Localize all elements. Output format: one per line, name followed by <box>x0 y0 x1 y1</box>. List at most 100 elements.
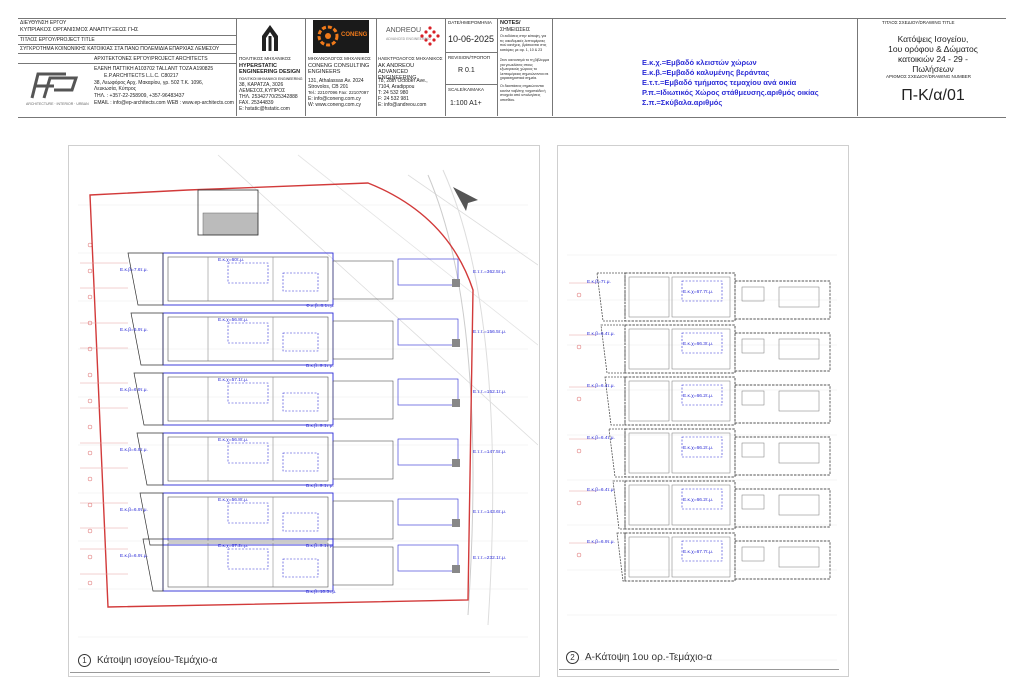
scale-value: 1:100 A1+ <box>450 100 482 107</box>
room-dashed <box>282 512 319 532</box>
floor-outline <box>624 428 736 478</box>
plan1-ekb2-label: Β.κ.β=9.1τ.μ. <box>306 363 334 369</box>
stair <box>741 286 765 302</box>
room-dashed <box>282 392 319 412</box>
elec-name: AK ANDREOU ADVANCED ENGINEERING <box>378 63 417 81</box>
parking-outline <box>397 318 459 346</box>
yard-outline <box>332 380 394 420</box>
grid-bubble <box>87 320 93 326</box>
room <box>628 536 670 578</box>
plan1-ekx-label: Ε.κ.χ=56.8τ.μ. <box>218 497 248 503</box>
plan2-ekb-label: Ε.κ.β=6.4τ.μ. <box>587 435 615 441</box>
drawing-title-line1: Κατόψεις Ισογείου, <box>897 34 969 44</box>
plan-1-drawing: Ε.κ.β=7.6τ.μ.Ε.κ.χ=60τ.μ.Φ.κ.β=8.1τ.μ.Ε.… <box>68 145 539 675</box>
elec-line4: F: 24 532 981 <box>378 96 409 102</box>
andreou-logo-text: ANDREOU <box>386 27 422 34</box>
grid-bubble <box>576 396 582 402</box>
mech-line5: W: www.coneng.com.cy <box>308 102 361 108</box>
house-wall <box>167 256 329 302</box>
roof-outline <box>734 332 831 372</box>
room-dashed <box>227 442 269 464</box>
context-line <box>407 174 539 266</box>
date-label: DATE/ΗΜΕΡΟΜΗΝΙΑ <box>448 20 492 25</box>
room-dashed <box>681 280 723 302</box>
floor-outline <box>624 376 736 426</box>
floor-outline <box>624 532 736 582</box>
project-label: ΤΙΤΛΟΣ ΕΡΓΟΥ/PROJECT TITLE <box>20 37 95 43</box>
floor-outline <box>624 480 736 530</box>
site-boundary <box>89 182 474 608</box>
grid-bubble <box>576 552 582 558</box>
legend-ekx: Ε.κ.χ.=Εμβαδό κλειστών χώρων <box>642 58 757 67</box>
grid-bubble <box>576 292 582 298</box>
notes-text-2: κατόψεις με αρ. 1, 10 & 23 <box>500 48 543 52</box>
grid-bubble <box>576 500 582 506</box>
veranda-wedge <box>127 252 164 306</box>
architects-line2: E.P.ARCHITECTS L.L.C. C80217 <box>104 73 179 79</box>
mech-line1: 131, Athalassas Av. 2024 <box>308 78 364 84</box>
plan1-ekb-label: Ε.κ.β=6.9τ.μ. <box>120 553 148 559</box>
revision-value: R 0.1 <box>458 67 475 74</box>
plan2-ekx-label: Ε.κ.χ=66.3τ.μ. <box>683 341 713 347</box>
legend-ekb: Ε.κ.β.=Εμβαδό καλυμένης βεράντας <box>642 68 770 77</box>
andreou-logo-sub: ADVANCED ENGINEERING <box>386 37 431 41</box>
floor-outline <box>624 324 736 374</box>
notes-label-greek: ΣΗΜΕΙΩΣΕΙΣ <box>500 27 531 33</box>
parking-outline <box>397 258 459 286</box>
elec-label: ΗΛΕΚΤΡΟΛΟΓΟΣ ΜΗΧΑΝΙΚΟΣ <box>378 56 443 61</box>
room <box>778 546 820 568</box>
grid-bubble <box>87 528 93 534</box>
bin-marker <box>452 459 460 467</box>
grid-bubble <box>87 372 93 378</box>
elec-line5: E: info@andreou.com <box>378 102 427 108</box>
legend-rp: Ρ.π.=Ιδιωτικός Χώρος στάθμευσης.αριθμός … <box>642 88 819 97</box>
plan2-ekb-label: Ε.κ.β=6.4τ.μ. <box>587 383 615 389</box>
parking-outline <box>397 498 459 526</box>
plan2-ekb-label: Ε.κ.β=7τ.μ. <box>587 279 611 285</box>
road-line <box>427 174 474 616</box>
roof-terrace-hatch <box>202 212 259 236</box>
plan1-ekb-label: Ε.κ.β=6.9τ.μ. <box>120 387 148 393</box>
architects-line1: ΕΛΕΝΗ ΠΑΤΤΙΚΗ Α103702 TALLANT ΤΟΖΑ Α1908… <box>94 66 214 72</box>
civil-line2: ΛΕΜΕΣΟΣ,ΚΥΠΡΟΣ <box>239 88 286 94</box>
room <box>778 286 820 308</box>
house-wall <box>167 496 329 542</box>
room <box>671 328 731 370</box>
legend-sp: Σ.π.=Σκύβαλα.αριθμός <box>642 98 723 107</box>
room <box>628 380 670 422</box>
date-value: 10-06-2025 <box>448 34 495 44</box>
plan1-ekx-label: Ε.κ.χ=67.2τ.μ. <box>218 543 248 549</box>
plan2-ekb-label: Ε.κ.β=6.9τ.μ. <box>587 539 615 545</box>
yard-outline <box>332 320 394 360</box>
stair <box>741 494 765 510</box>
andreou-logo: ANDREOU ADVANCED ENGINEERING <box>382 22 440 50</box>
veranda-wedge <box>133 372 164 426</box>
yard-outline <box>332 546 394 586</box>
house-wall <box>167 542 329 588</box>
yard-outline <box>332 440 394 480</box>
elec-line2: 7104, Aradippou <box>378 84 415 90</box>
plan1-ett-label: Ε.τ.τ.=232.1τ.μ. <box>473 555 506 561</box>
stair <box>741 546 765 562</box>
plan1-ett-label: Ε.τ.τ.=143.6τ.μ. <box>473 509 506 515</box>
room <box>628 484 670 526</box>
architects-line5: ΤΗΛ. : +357-22-258909, +357-96483437 <box>94 93 185 99</box>
upper-block <box>197 189 259 236</box>
veranda-wedge <box>130 312 164 366</box>
grid-bubble <box>87 398 93 404</box>
plan1-ekx-label: Ε.κ.χ=57.1τ.μ. <box>218 377 248 383</box>
parking-outline <box>397 438 459 466</box>
parking-outline <box>397 378 459 406</box>
drawing-title-label: ΤΙΤΛΟΣ ΣΧΕΔΙΟΥ/DRAWING TITLE <box>882 20 955 25</box>
grid-bubble <box>87 294 93 300</box>
room-dashed <box>282 332 319 352</box>
veranda-wedge <box>136 432 164 486</box>
revision-label: REVISION/ΤΡΟΠΟΠ <box>448 55 491 60</box>
room-dashed <box>681 488 723 510</box>
mech-line4: E: info@coneng.com.cy <box>308 96 361 102</box>
veranda-wedge <box>139 492 164 546</box>
drawing-number: Π-Κ/α/01 <box>901 87 965 104</box>
plan1-ekb-label: Ε.κ.β=6.9τ.μ. <box>120 447 148 453</box>
coneng-logo: CONENG <box>313 20 369 53</box>
